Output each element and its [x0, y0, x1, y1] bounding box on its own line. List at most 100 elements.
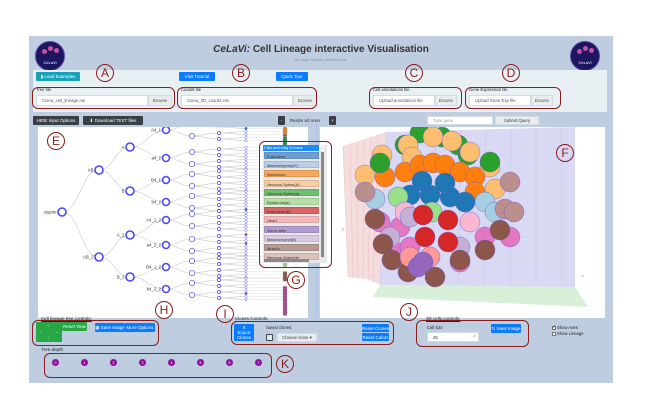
- tree-node[interactable]: [244, 298, 248, 301]
- tree-node[interactable]: [244, 242, 248, 245]
- pan-up-button[interactable]: ↑: [47, 323, 49, 328]
- tree-node[interactable]: [188, 222, 196, 230]
- tree-node[interactable]: [244, 139, 248, 142]
- tree-node[interactable]: [244, 186, 248, 189]
- tree-node[interactable]: [244, 236, 248, 239]
- tree-node[interactable]: [188, 257, 196, 265]
- tree-node[interactable]: [217, 165, 221, 169]
- legend-scrollbar[interactable]: [321, 152, 324, 257]
- tree-node[interactable]: [217, 191, 221, 195]
- tree-node[interactable]: [188, 160, 196, 168]
- cell-size-input[interactable]: 45⇵: [427, 332, 479, 342]
- legend-hscrollbar[interactable]: [264, 259, 309, 262]
- tree-node[interactable]: [94, 252, 104, 262]
- tree-node-label[interactable]: AB_2: [83, 255, 94, 260]
- tree-node-label[interactable]: B4_1: [151, 178, 162, 183]
- tree-node[interactable]: [244, 226, 248, 229]
- tree-node[interactable]: [244, 229, 248, 232]
- tree-node-label[interactable]: A4_1_2: [146, 218, 161, 223]
- annotations-file-input[interactable]: Upload annotations file: [373, 95, 435, 106]
- tree-node-label[interactable]: AB: [88, 168, 94, 173]
- tree-node[interactable]: [244, 168, 248, 171]
- export-clones-button[interactable]: ⬆Export Clones: [234, 324, 254, 341]
- tree-node[interactable]: [188, 235, 196, 243]
- tree-node-label[interactable]: b4_2_2: [147, 287, 162, 292]
- tree-node[interactable]: [244, 193, 248, 196]
- legend-item[interactable]: Germ cells: [264, 225, 319, 233]
- tree-node[interactable]: [188, 132, 196, 140]
- tree-node[interactable]: [125, 186, 135, 196]
- tree-node[interactable]: [161, 240, 171, 250]
- visit-tutorial-button[interactable]: Visit Tutorial: [179, 72, 215, 81]
- tree-node[interactable]: [244, 127, 248, 130]
- save-3d-image-button[interactable]: ↻ Save Image: [491, 324, 521, 333]
- tree-node-label[interactable]: B_2: [117, 275, 125, 280]
- tree-node[interactable]: [244, 180, 248, 183]
- tree-node[interactable]: [217, 159, 221, 163]
- tree-depth-button[interactable]: 2: [110, 359, 117, 366]
- tree-node[interactable]: [244, 277, 248, 280]
- download-test-files-button[interactable]: ⬇ Download TEST files: [83, 116, 143, 125]
- tree-node[interactable]: [217, 215, 221, 219]
- tree-node[interactable]: [244, 202, 248, 205]
- tree-node[interactable]: [125, 272, 135, 282]
- tree-node-label[interactable]: A4_1: [151, 128, 162, 133]
- legend-item[interactable]: Epidermis(a): [264, 198, 319, 205]
- tree-node[interactable]: [161, 262, 171, 272]
- tree-node[interactable]: [244, 286, 248, 289]
- legend-item[interactable]: Heart: [264, 216, 319, 224]
- tree-node[interactable]: [217, 137, 221, 141]
- tree-node[interactable]: [125, 142, 135, 152]
- tree-node-label[interactable]: B: [122, 189, 125, 194]
- tree-node[interactable]: [217, 240, 221, 244]
- tree-node[interactable]: [244, 136, 248, 139]
- tree-node[interactable]: [244, 183, 248, 186]
- reset-colors-button[interactable]: Reset Colors: [362, 333, 389, 341]
- tree-file-input[interactable]: Ciona_cell_lineage.nw: [36, 95, 148, 106]
- tree-node[interactable]: [244, 295, 248, 298]
- tree-node[interactable]: [217, 262, 221, 266]
- tree-depth-button[interactable]: 1: [81, 359, 88, 366]
- 3d-cells-svg[interactable]: yz: [320, 122, 605, 318]
- legend-item[interactable]: Endoderm(B): [264, 207, 319, 215]
- tree-node[interactable]: [188, 269, 196, 277]
- quick-tour-button[interactable]: Quick Tour: [276, 72, 308, 81]
- legend-item[interactable]: Nervous Sytem(a): [264, 188, 319, 196]
- tree-node[interactable]: [244, 292, 248, 295]
- tree-node[interactable]: [57, 207, 67, 217]
- gene-exp-file-input[interactable]: Upload Gene Exp file: [469, 95, 531, 106]
- legend-item[interactable]: Notochord: [264, 170, 319, 178]
- tree-node[interactable]: [188, 210, 196, 218]
- tree-node[interactable]: [244, 267, 248, 270]
- tree-node[interactable]: [217, 256, 221, 260]
- tree-depth-button[interactable]: 5: [197, 359, 204, 366]
- legend-item[interactable]: Endoderm: [264, 152, 319, 159]
- tree-node[interactable]: [217, 227, 221, 231]
- tree-node[interactable]: [244, 261, 248, 264]
- tree-node[interactable]: [244, 283, 248, 286]
- more-options-button[interactable]: More Options: [125, 323, 155, 332]
- tree-node[interactable]: [244, 280, 248, 283]
- pan-left-button[interactable]: ←: [39, 329, 43, 334]
- pan-right-button[interactable]: →: [55, 329, 59, 334]
- tree-node[interactable]: [94, 165, 104, 175]
- gene-exp-browse-button[interactable]: Browse: [531, 95, 553, 106]
- tree-node[interactable]: [244, 270, 248, 273]
- show-axes-checkbox[interactable]: ✓: [552, 324, 556, 330]
- tree-node[interactable]: [244, 196, 248, 199]
- tree-node[interactable]: [244, 258, 248, 261]
- tree-node[interactable]: [244, 217, 248, 220]
- tree-node[interactable]: [244, 273, 248, 276]
- tree-node[interactable]: [161, 215, 171, 225]
- tree-node[interactable]: [244, 152, 248, 155]
- tree-node[interactable]: [244, 245, 248, 248]
- tree-node[interactable]: [161, 197, 171, 207]
- legend-collapse-button[interactable]: -: [319, 145, 324, 151]
- tree-node[interactable]: [244, 171, 248, 174]
- clone-color-swatch[interactable]: [266, 334, 273, 341]
- tree-depth-button[interactable]: 6: [226, 359, 233, 366]
- tree-browse-button[interactable]: Browse: [148, 95, 172, 106]
- tree-node-label[interactable]: B4_1_2: [146, 265, 161, 270]
- tree-node[interactable]: [244, 177, 248, 180]
